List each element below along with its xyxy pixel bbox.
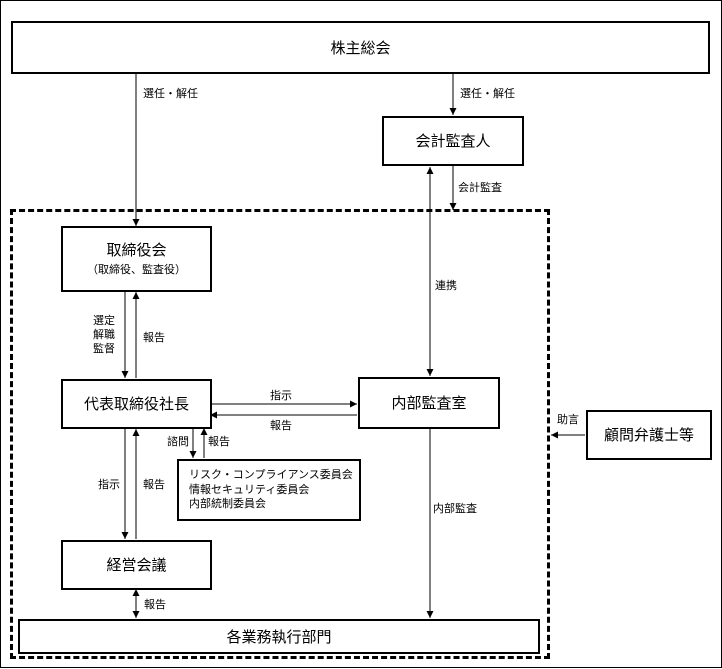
label-report-committee: 報告: [208, 435, 230, 448]
label-elect-dismiss-board: 選任・解任: [143, 87, 198, 100]
president-label: 代表取締役社長: [83, 395, 189, 413]
label-consult: 諮問: [167, 435, 189, 448]
label-elect-dismiss-auditor: 選任・解任: [460, 87, 515, 100]
board-title: 取締役会: [106, 241, 167, 260]
committee-3: 内部統制委員会: [189, 497, 266, 511]
label-select-dismiss-supervise: 選定 解職 監督: [93, 314, 115, 355]
label-supervise: 監督: [93, 341, 115, 355]
internal-audit-box: 内部監査室: [358, 377, 500, 429]
committee-2: 情報セキュリティ委員会: [189, 482, 310, 496]
company-boundary: [10, 209, 550, 659]
label-instruction-meeting: 指示: [98, 478, 120, 491]
label-select: 選定: [93, 314, 115, 327]
label-dismiss: 解職: [93, 327, 115, 341]
president-box: 代表取締役社長: [61, 379, 212, 429]
committee-box: リスク・コンプライアンス委員会 情報セキュリティ委員会 内部統制委員会: [177, 459, 361, 521]
shareholders-label: 株主総会: [330, 38, 391, 57]
label-report-meeting: 報告: [143, 478, 165, 491]
departments-box: 各業務執行部門: [18, 619, 540, 654]
auditor-label: 会計監査人: [415, 132, 491, 150]
board-box: 取締役会 （取締役、監査役）: [61, 226, 212, 292]
legal-advisors-box: 顧問弁護士等: [586, 410, 712, 460]
management-meeting-label: 経営会議: [106, 556, 167, 574]
label-accounting-audit: 会計監査: [458, 181, 502, 194]
internal-audit-label: 内部監査室: [391, 394, 467, 412]
label-instruction-audit: 指示: [270, 389, 292, 402]
label-cooperation: 連携: [435, 279, 457, 292]
shareholders-box: 株主総会: [11, 21, 710, 74]
label-report-audit: 報告: [270, 419, 292, 432]
management-meeting-box: 経営会議: [61, 540, 212, 590]
board-subtitle: （取締役、監査役）: [87, 263, 186, 277]
label-advice: 助言: [557, 413, 579, 426]
label-report-departments: 報告: [144, 598, 166, 611]
auditor-box: 会計監査人: [382, 116, 524, 166]
legal-advisors-label: 顧問弁護士等: [603, 426, 694, 444]
departments-label: 各業務執行部門: [226, 627, 332, 646]
label-report-board: 報告: [143, 331, 165, 344]
label-internal-audit: 内部監査: [433, 502, 477, 515]
committee-1: リスク・コンプライアンス委員会: [189, 467, 353, 481]
